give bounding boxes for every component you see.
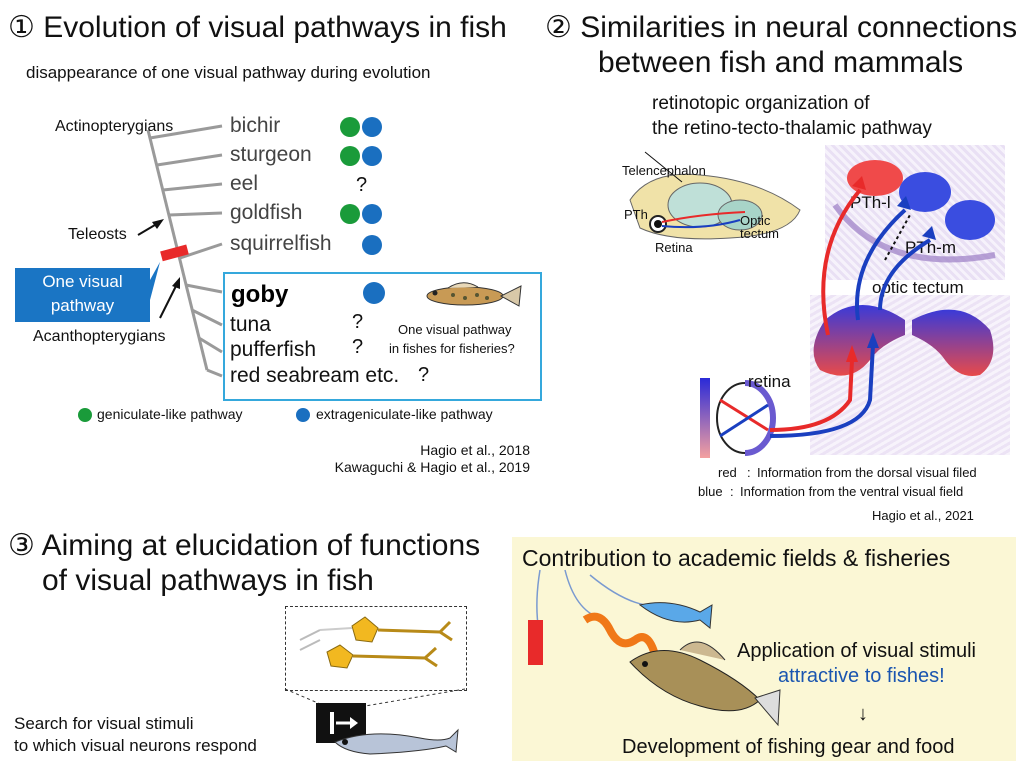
seabream-unknown: ?	[418, 364, 430, 386]
ref-hagio-2018: Hagio et al., 2018	[420, 442, 530, 458]
application-line2: attractive to fishes!	[778, 665, 945, 687]
legend-red-key: red	[718, 465, 737, 480]
panel2-subtitle-line1: retinotopic organization of	[652, 93, 870, 114]
label-retina-small: Retina	[655, 240, 693, 255]
one-visual-pathway-box: One visual pathway	[15, 268, 150, 322]
ref-kawaguchi-2019: Kawaguchi & Hagio et al., 2019	[334, 459, 530, 475]
species-tuna: tuna	[230, 313, 271, 336]
blue-dot-sturgeon	[362, 146, 382, 166]
legend-geniculate: geniculate-like pathway	[97, 406, 243, 422]
blue-dot-goldfish	[362, 204, 382, 224]
panel3-title-line2: of visual pathways in fish	[42, 564, 374, 597]
down-arrow: ↓	[858, 703, 868, 725]
species-goldfish: goldfish	[230, 201, 303, 224]
label-optic-tectum: optic tectum	[872, 278, 964, 297]
fish-brain-schematic	[629, 151, 801, 240]
legend-red-colon: :	[747, 465, 751, 480]
tuna-unknown: ?	[352, 311, 364, 333]
green-dot-goldfish	[340, 204, 360, 224]
legend-extrageniculate: extrageniculate-like pathway	[316, 406, 493, 422]
development-line: Development of fishing gear and food	[622, 736, 955, 758]
legend-red-text: Information from the dorsal visual filed	[757, 465, 977, 480]
label-pth-m: PTh-m	[905, 238, 956, 257]
species-bichir: bichir	[230, 114, 281, 137]
species-eel: eel	[230, 172, 259, 195]
eel-unknown: ?	[356, 174, 368, 196]
legend-blue-text: Information from the ventral visual fiel…	[740, 484, 964, 499]
label-telencephalon: Telencephalon	[622, 163, 706, 178]
ref-hagio-2021: Hagio et al., 2021	[872, 508, 974, 523]
panel2-subtitle-line2: the retino-tecto-thalamic pathway	[652, 118, 932, 139]
species-pufferfish: pufferfish	[230, 338, 316, 361]
legend-green-dot	[78, 408, 92, 422]
panel3-title-line1: ③ Aiming at elucidation of functions	[8, 529, 481, 562]
search-line1: Search for visual stimuli	[14, 714, 194, 733]
label-retina: retina	[748, 372, 791, 391]
goby-fish-illustration	[426, 282, 522, 307]
legend-blue-key: blue	[698, 484, 723, 499]
pathway-loss-mark	[160, 244, 189, 262]
neuron-inset	[285, 606, 467, 691]
label-tectum: tectum	[740, 226, 780, 241]
clade-acanthopterygians: Acanthopterygians	[33, 328, 166, 345]
species-goby: goby	[231, 281, 289, 308]
application-line1: Application of visual stimuli	[737, 640, 976, 662]
legend-blue-dot	[296, 408, 310, 422]
clade-teleosts: Teleosts	[68, 226, 127, 243]
panel4-title: Contribution to academic fields & fisher…	[522, 545, 951, 571]
legend-blue-colon: :	[730, 484, 734, 499]
panel1-title: ① Evolution of visual pathways in fish	[8, 11, 507, 44]
blue-dot-bichir	[362, 117, 382, 137]
panel2-title-line1: ② Similarities in neural connections	[545, 11, 1018, 44]
one-pathway-group-box	[223, 272, 542, 401]
blue-dot-squirrelfish	[362, 235, 382, 255]
panel2-title-line2: between fish and mammals	[598, 46, 964, 79]
pufferfish-unknown: ?	[352, 336, 364, 358]
species-red-seabream: red seabream etc.	[230, 364, 400, 387]
fisheries-note-line1: One visual pathway	[398, 322, 512, 337]
search-line2: to which visual neurons respond	[14, 736, 257, 755]
label-pth-small: PTh	[624, 207, 648, 222]
fisheries-note-line2: in fishes for fisheries?	[389, 341, 515, 356]
species-sturgeon: sturgeon	[230, 143, 312, 166]
contribution-panel	[512, 537, 1016, 761]
blue-dot-goby	[363, 282, 385, 304]
panel1-subtitle: disappearance of one visual pathway duri…	[26, 63, 431, 82]
red-lure	[528, 620, 543, 665]
label-pth-l: PTh-l	[850, 193, 891, 212]
clade-actinopterygians: Actinopterygians	[55, 118, 174, 135]
green-dot-sturgeon	[340, 146, 360, 166]
species-squirrelfish: squirrelfish	[230, 232, 332, 255]
label-optic: Optic	[740, 213, 771, 228]
green-dot-bichir	[340, 117, 360, 137]
